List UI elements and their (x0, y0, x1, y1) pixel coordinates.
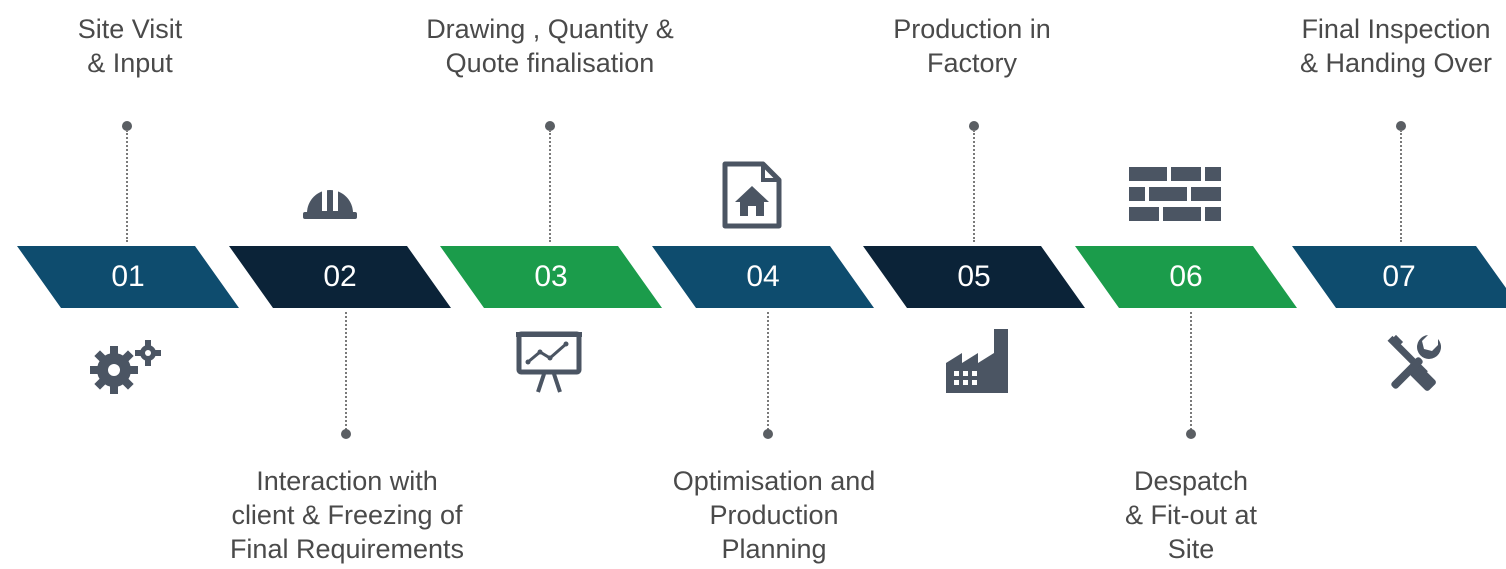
connector-dot-07 (1396, 121, 1406, 131)
connector-dot-06 (1186, 429, 1196, 439)
connector-dot-05 (969, 121, 979, 131)
connector-line-02 (345, 312, 347, 430)
step-03-band: 03 (440, 246, 662, 308)
band-shape (863, 246, 1085, 308)
band-shape (652, 246, 874, 308)
presentation-chart-icon (516, 330, 582, 399)
connector-dot-03 (545, 121, 555, 131)
connector-line-05 (973, 130, 975, 242)
connector-dot-01 (122, 121, 132, 131)
step-07-number: 07 (1382, 260, 1416, 293)
hard-hat-icon (301, 181, 359, 228)
connector-dot-02 (341, 429, 351, 439)
step-03-number: 03 (534, 260, 568, 293)
step-06-number: 06 (1169, 260, 1203, 293)
step-05-band: 05 (863, 246, 1085, 308)
step-07-label: Final Inspection & Handing Over (1299, 14, 1493, 78)
tools-icon (1386, 333, 1444, 396)
step-06-label: Despatch & Fit-out at Site (1124, 466, 1258, 564)
step-07-band: 07 (1292, 246, 1506, 308)
connector-line-07 (1400, 130, 1402, 242)
step-02-band: 02 (229, 246, 451, 308)
connector-line-06 (1190, 312, 1192, 430)
band-shape (17, 246, 239, 308)
connector-line-01 (126, 130, 128, 242)
step-02-number: 02 (323, 260, 357, 293)
step-05-label: Production in Factory (893, 14, 1051, 78)
step-06-band: 06 (1075, 246, 1297, 308)
step-03-label: Drawing , Quantity & Quote finalisation (426, 14, 674, 78)
step-01-number: 01 (111, 260, 145, 293)
step-01-band: 01 (17, 246, 239, 308)
connector-line-03 (549, 130, 551, 242)
band-shape (1075, 246, 1297, 308)
gears-icon (88, 338, 168, 403)
connector-dot-04 (763, 429, 773, 439)
factory-icon (942, 325, 1016, 400)
step-04-number: 04 (746, 260, 780, 293)
band-shape (440, 246, 662, 308)
band-shape (1292, 246, 1506, 308)
brick-wall-icon (1129, 167, 1221, 228)
step-01-label: Site Visit & Input (77, 14, 183, 78)
house-document-icon (721, 160, 783, 235)
step-04-band: 04 (652, 246, 874, 308)
step-02-label: Interaction with client & Freezing of Fi… (229, 466, 465, 564)
connector-line-04 (767, 312, 769, 430)
step-04-label: Optimisation and Production Planning (672, 466, 876, 564)
band-shape (229, 246, 451, 308)
step-05-number: 05 (957, 260, 991, 293)
